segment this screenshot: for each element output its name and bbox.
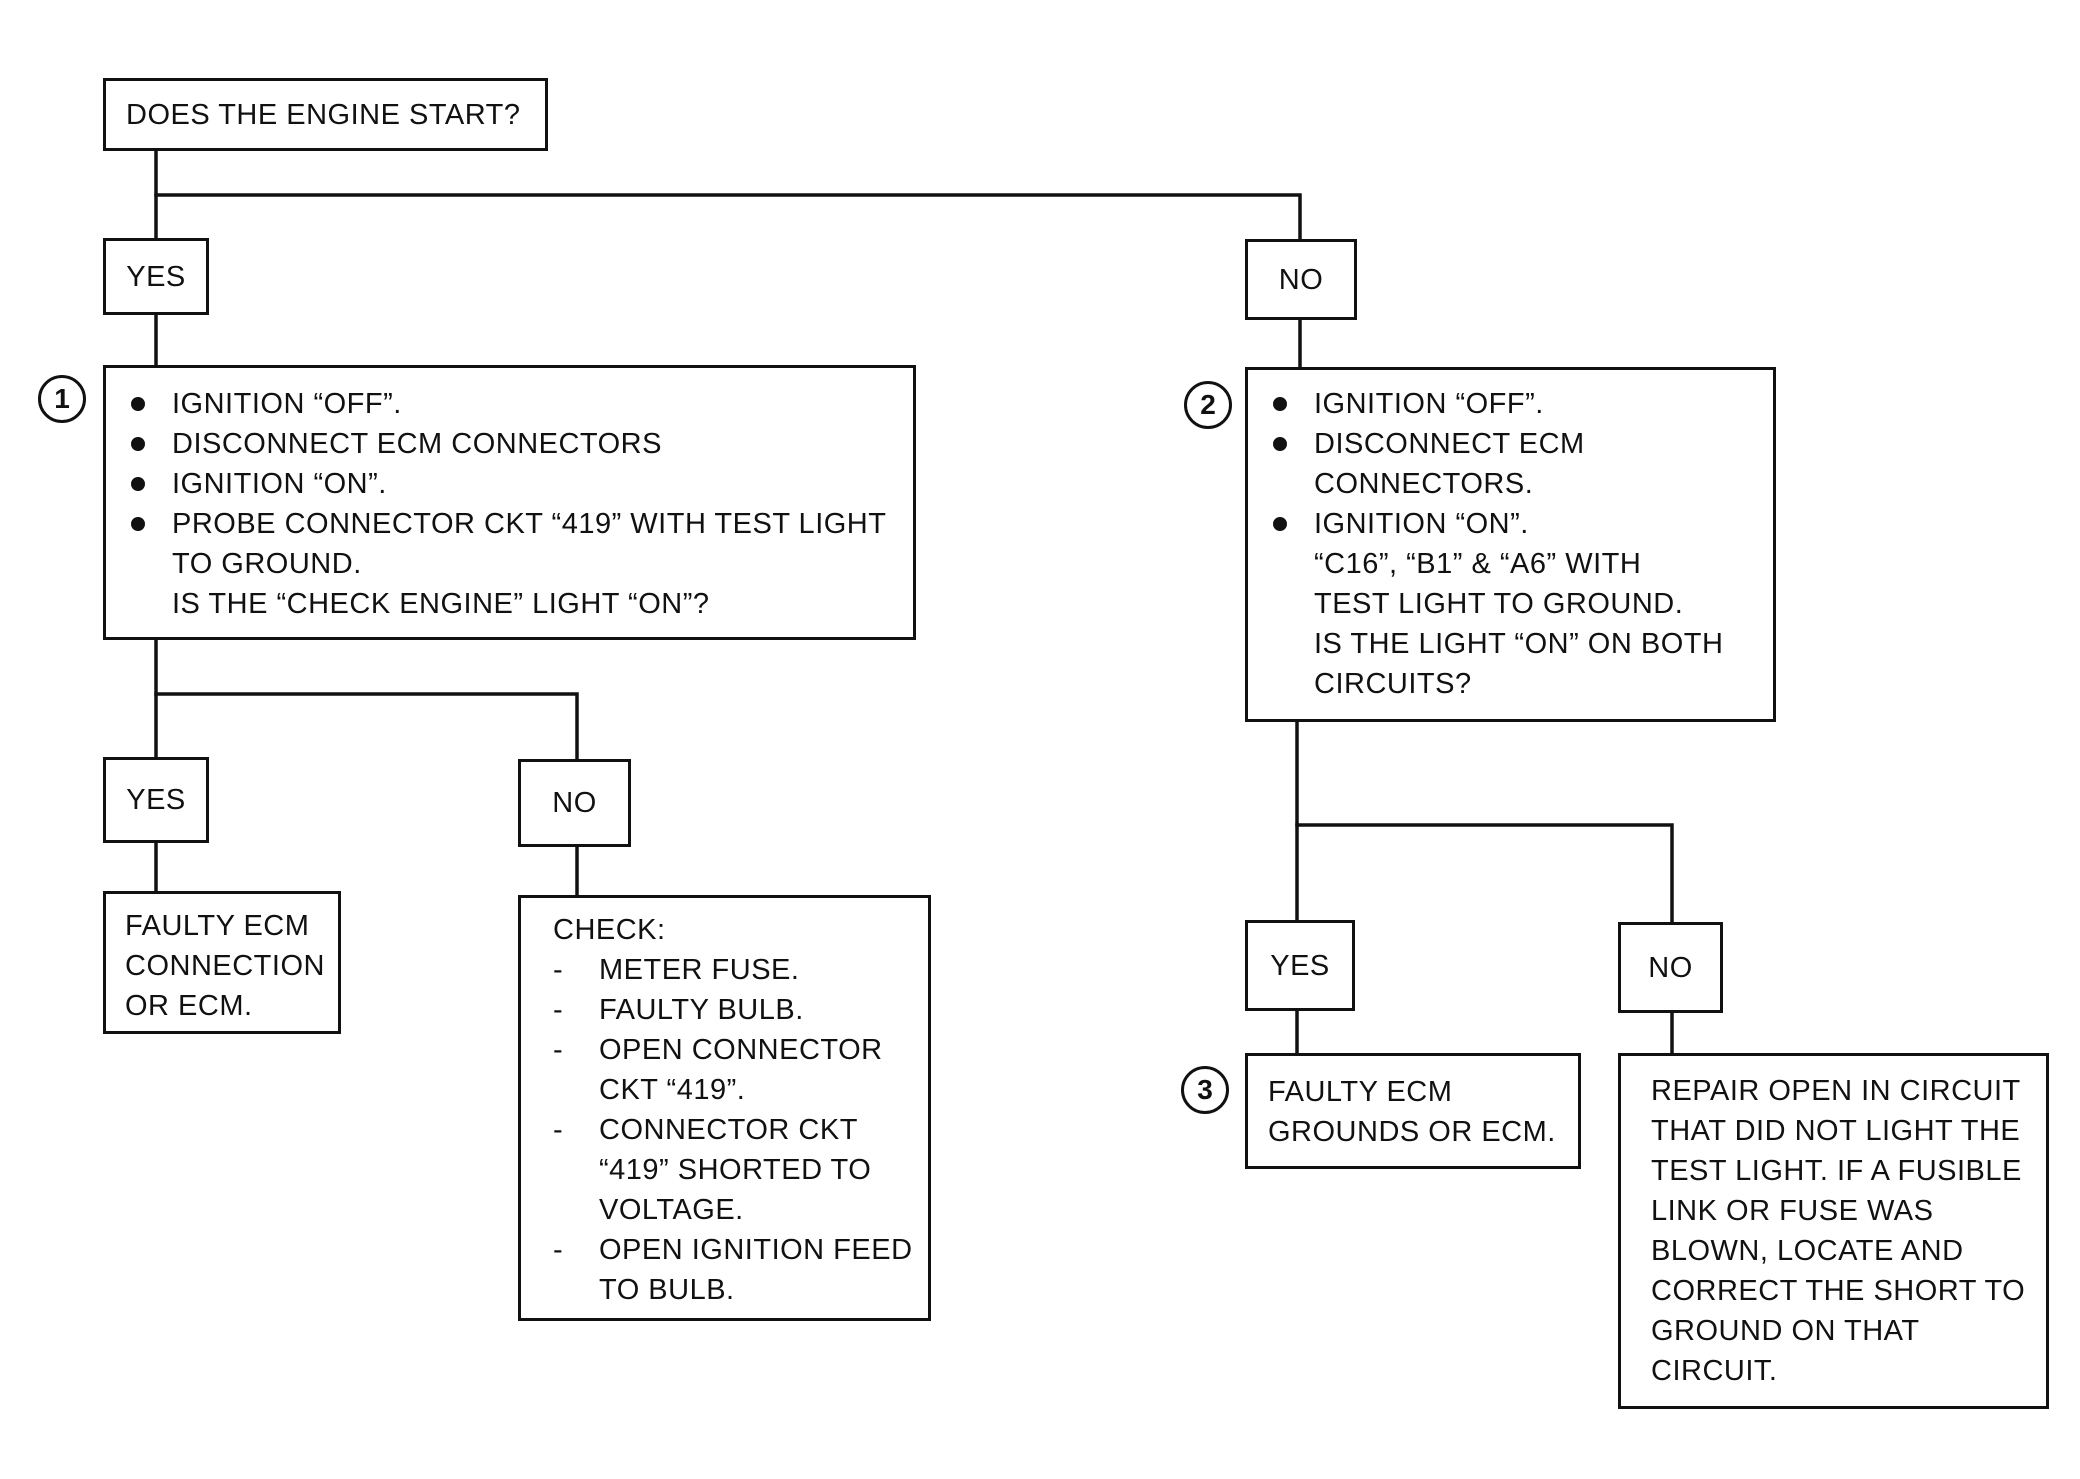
- step-2-bullet: IGNITION “ON”.: [1248, 504, 1773, 544]
- step-1-number: 1: [54, 383, 70, 414]
- faulty-ecm-connection-box: FAULTY ECM CONNECTION OR ECM.: [103, 891, 341, 1034]
- step-1-yes-box: YES: [103, 757, 209, 843]
- check-list-box: CHECK: METER FUSE. FAULTY BULB. OPEN CON…: [518, 895, 931, 1321]
- check-item: METER FUSE.: [521, 950, 928, 990]
- repair-text: CORRECT THE SHORT TO: [1651, 1275, 2026, 1307]
- repair-text: CIRCUIT.: [1651, 1355, 1778, 1387]
- check-item-continuation: TO BULB.: [599, 1274, 735, 1306]
- step-2-yes-label: YES: [1270, 949, 1330, 982]
- faulty-ecm-connection-text: OR ECM.: [125, 990, 253, 1022]
- step-1-no-label: NO: [552, 787, 597, 819]
- step-2-no-box: NO: [1618, 922, 1723, 1013]
- repair-text: GROUND ON THAT: [1651, 1315, 1920, 1347]
- step-3-text: FAULTY ECM: [1268, 1076, 1453, 1108]
- repair-text: REPAIR OPEN IN CIRCUIT: [1651, 1075, 2021, 1107]
- step-2-bullet-continuation: CONNECTORS.: [1314, 468, 1534, 500]
- faulty-ecm-connection-text: CONNECTION: [125, 950, 325, 982]
- step-1-no-box: NO: [518, 759, 631, 847]
- repair-open-circuit-box: REPAIR OPEN IN CIRCUIT THAT DID NOT LIGH…: [1618, 1053, 2049, 1409]
- step-2-box: IGNITION “OFF”. DISCONNECT ECM CONNECTOR…: [1245, 367, 1776, 722]
- start-no-box: NO: [1245, 239, 1357, 320]
- step-1-yes-label: YES: [126, 784, 186, 816]
- step-2-number: 2: [1200, 389, 1216, 420]
- repair-text: TEST LIGHT. IF A FUSIBLE: [1651, 1155, 2022, 1187]
- step-2-no-label: NO: [1648, 951, 1693, 984]
- connector-step1-to-no: [154, 692, 579, 762]
- check-item-continuation: “419” SHORTED TO: [599, 1154, 872, 1186]
- step-2-bullet: DISCONNECT ECM: [1248, 424, 1773, 464]
- step-1-marker: 1: [38, 375, 86, 423]
- engine-start-question: DOES THE ENGINE START?: [126, 98, 521, 131]
- repair-text: BLOWN, LOCATE AND: [1651, 1235, 1964, 1267]
- step-1-bullet: IGNITION “ON”.: [106, 464, 913, 504]
- step-1-question: IS THE “CHECK ENGINE” LIGHT “ON”?: [172, 588, 710, 620]
- step-1-bullet: DISCONNECT ECM CONNECTORS: [106, 424, 913, 464]
- step-2-marker: 2: [1184, 381, 1232, 429]
- step-2-yes-box: YES: [1245, 920, 1355, 1011]
- repair-text: LINK OR FUSE WAS: [1651, 1195, 1934, 1227]
- step-1-text: TO GROUND.: [172, 548, 362, 580]
- step-3-box: FAULTY ECM GROUNDS OR ECM.: [1245, 1053, 1581, 1169]
- step-2-question: CIRCUITS?: [1314, 668, 1472, 700]
- check-item: OPEN CONNECTOR: [521, 1030, 928, 1070]
- connector-start-to-no: [154, 193, 1302, 241]
- start-yes-label: YES: [126, 260, 186, 293]
- connector-step2-to-no: [1295, 823, 1674, 925]
- step-2-text: TEST LIGHT TO GROUND.: [1314, 588, 1684, 620]
- check-item: FAULTY BULB.: [521, 990, 928, 1030]
- step-3-number: 3: [1197, 1074, 1213, 1105]
- step-1-bullet: IGNITION “OFF”.: [106, 384, 913, 424]
- step-1-box: IGNITION “OFF”. DISCONNECT ECM CONNECTOR…: [103, 365, 916, 640]
- step-1-bullet: PROBE CONNECTOR CKT “419” WITH TEST LIGH…: [106, 504, 913, 544]
- faulty-ecm-connection-text: FAULTY ECM: [125, 910, 310, 942]
- check-item: CONNECTOR CKT: [521, 1110, 928, 1150]
- step-2-text: “C16”, “B1” & “A6” WITH: [1314, 548, 1642, 580]
- engine-start-question-box: DOES THE ENGINE START?: [103, 78, 548, 151]
- step-2-bullet: IGNITION “OFF”.: [1248, 384, 1773, 424]
- check-list-title: CHECK:: [553, 914, 666, 946]
- step-3-text: GROUNDS OR ECM.: [1268, 1116, 1556, 1148]
- check-item-continuation: VOLTAGE.: [599, 1194, 744, 1226]
- step-3-marker: 3: [1181, 1066, 1229, 1114]
- check-item-continuation: CKT “419”.: [599, 1074, 746, 1106]
- check-item: OPEN IGNITION FEED: [521, 1230, 928, 1270]
- repair-text: THAT DID NOT LIGHT THE: [1651, 1115, 2021, 1147]
- start-yes-box: YES: [103, 238, 209, 315]
- start-no-label: NO: [1278, 263, 1324, 296]
- step-2-question: IS THE LIGHT “ON” ON BOTH: [1314, 628, 1724, 660]
